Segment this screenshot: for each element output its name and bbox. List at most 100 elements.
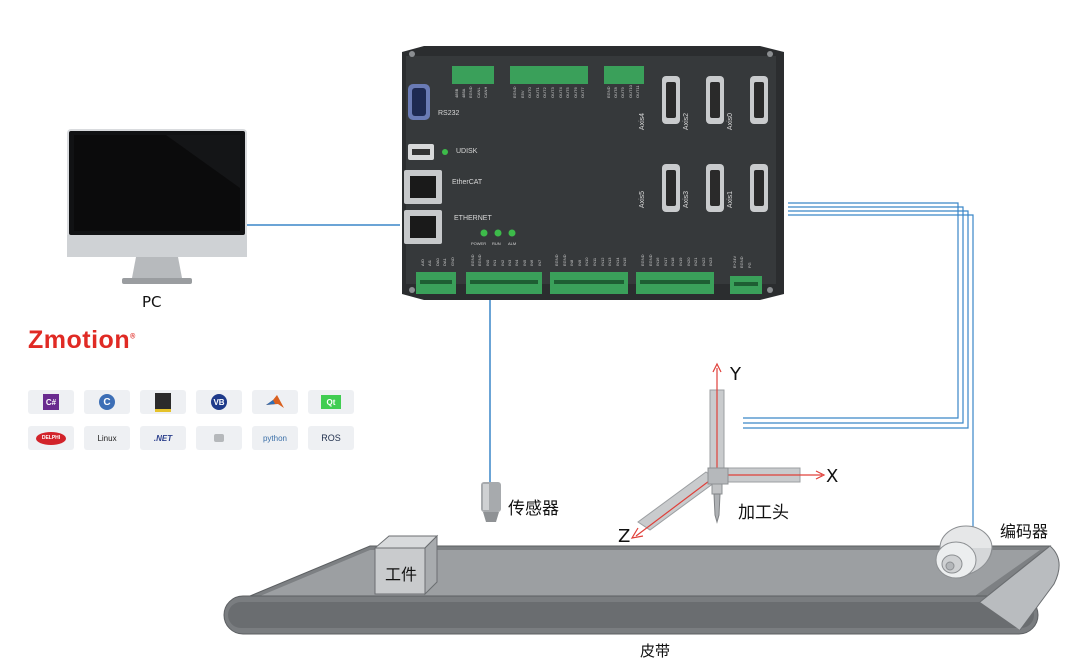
terminal-pin-label: IN4 <box>514 259 520 266</box>
terminal-pin-label: OUT2 <box>542 87 548 98</box>
led-label-power: POWER <box>471 241 487 246</box>
csharp-badge: C# <box>28 390 74 414</box>
conveyor-belt <box>223 545 1060 635</box>
sensor <box>481 482 501 522</box>
logo-text: Zmotion <box>28 326 131 354</box>
led-label-run: RUN <box>492 241 501 246</box>
terminal-block-top-2 <box>510 66 588 84</box>
encoder-label: 编码器 <box>1000 522 1049 541</box>
terminal-pin-label: IN23 <box>708 257 714 266</box>
matlab-icon <box>266 395 284 408</box>
terminal-pin-label: OUT0 <box>527 87 533 98</box>
alm-led <box>508 229 516 237</box>
terminal-block-top-1 <box>452 66 494 84</box>
rs232-label: RS232 <box>438 110 460 117</box>
terminal-pin-label: EGND <box>640 254 645 266</box>
ethernet-label: ETHERNET <box>454 215 492 222</box>
registered-mark-icon: ® <box>130 333 136 341</box>
terminal-pin-label: OUT1 <box>534 87 540 98</box>
terminal-pin-label: IN22 <box>700 257 706 266</box>
terminal-pin-label: EGND <box>739 256 745 268</box>
terminal-pin-label: 485A <box>461 88 467 98</box>
terminal-pin-label: 485B <box>454 88 459 98</box>
terminal-block-top-3 <box>604 66 644 84</box>
motion-controller <box>402 46 784 300</box>
qt-icon: Qt <box>321 395 341 409</box>
terminal-pin-label: OUT3 <box>550 87 555 98</box>
labview-icon <box>155 392 171 412</box>
terminal-pin-label: GND <box>449 257 455 266</box>
axis-cables <box>743 202 969 429</box>
robot-badge <box>196 426 242 450</box>
axis-y-label: Y <box>730 364 741 385</box>
terminal-pin-label: IN12 <box>599 257 605 266</box>
vb-badge: VB <box>196 390 242 414</box>
terminal-pin-label: IN19 <box>678 257 683 266</box>
terminal-pin-label: EGND <box>647 254 653 266</box>
power-led <box>480 229 488 237</box>
axis-z-label: Z <box>618 526 631 547</box>
terminal-pin-label: IN6 <box>529 259 535 266</box>
linux-icon: Linux <box>97 433 117 443</box>
terminal-pin-label: IN2 <box>499 259 505 266</box>
terminal-pin-label: IN8 <box>569 259 575 266</box>
csharp-icon: C# <box>43 394 59 410</box>
rs232-port <box>408 84 430 120</box>
terminal-pin-label: OUT5 <box>565 87 571 98</box>
axis-x-label: X <box>826 466 839 487</box>
python-icon: python <box>262 433 288 443</box>
terminal-pin-label: IN20 <box>685 257 691 266</box>
terminal-pin-label: IN16 <box>655 257 661 266</box>
udisk-label: UDISK <box>456 148 478 155</box>
terminal-pin-label: E+24V <box>732 255 737 268</box>
terminal-pin-label: OUT9 <box>620 87 626 98</box>
terminal-pin-label: IN9 <box>576 259 582 266</box>
linux-badge: Linux <box>84 426 130 450</box>
terminal-pin-label: OUT6 <box>572 87 578 98</box>
terminal-pin-label: EGND <box>606 86 611 98</box>
sensor-label: 传感器 <box>508 499 559 519</box>
terminal-pin-label: CANL <box>475 87 481 98</box>
machining-head <box>630 362 826 539</box>
terminal-pin-label: OUT10 <box>627 85 633 98</box>
terminal-pin-label: FG <box>746 262 752 268</box>
encoder <box>935 525 993 579</box>
vb-icon: VB <box>211 394 227 410</box>
workpiece <box>373 534 439 596</box>
udisk-led <box>442 149 448 155</box>
terminal-pin-label: IN21 <box>693 257 699 266</box>
terminal-pin-label: DA0 <box>434 258 440 266</box>
terminal-pin-label: IN15 <box>622 257 628 266</box>
terminal-pin-label: E5V <box>519 90 525 98</box>
terminal-pin-label: IN5 <box>521 259 527 266</box>
terminal-pin-label: IN17 <box>662 257 668 266</box>
terminal-pin-label: OUT7 <box>580 87 586 98</box>
pc-label: PC <box>142 293 162 311</box>
robot-icon <box>214 434 224 442</box>
axis-label-3: Axis3 <box>683 190 691 209</box>
machining-head-label: 加工头 <box>738 503 789 523</box>
terminal-pin-label: IN14 <box>614 257 620 266</box>
axis-label-4: Axis4 <box>639 112 647 131</box>
terminal-pin-label: AIO <box>420 259 425 266</box>
terminal-pin-label: EGND <box>470 254 475 266</box>
axis-label-2: Axis2 <box>683 112 691 131</box>
python-badge: python <box>252 426 298 450</box>
ros-badge: ROS <box>308 426 354 450</box>
terminal-pin-label: IN7 <box>536 259 542 266</box>
qt-badge: Qt <box>308 390 354 414</box>
terminal-pin-label: OUT8 <box>613 87 619 98</box>
terminal-pin-label: CANH <box>482 86 488 98</box>
delphi-icon: DELPHI <box>36 431 66 445</box>
encoder-cable <box>788 214 974 528</box>
terminal-pin-label: EGND <box>554 254 559 266</box>
belt-label: 皮带 <box>640 642 671 660</box>
axis-label-1: Axis1 <box>727 190 735 209</box>
c-badge: C <box>84 390 130 414</box>
pc-monitor <box>67 129 247 284</box>
terminal-pin-label: EGND <box>477 254 483 266</box>
terminal-pin-label: IN11 <box>592 257 597 266</box>
terminal-pin-label: IN18 <box>670 257 676 266</box>
dotnet-icon: .NET <box>153 433 173 443</box>
